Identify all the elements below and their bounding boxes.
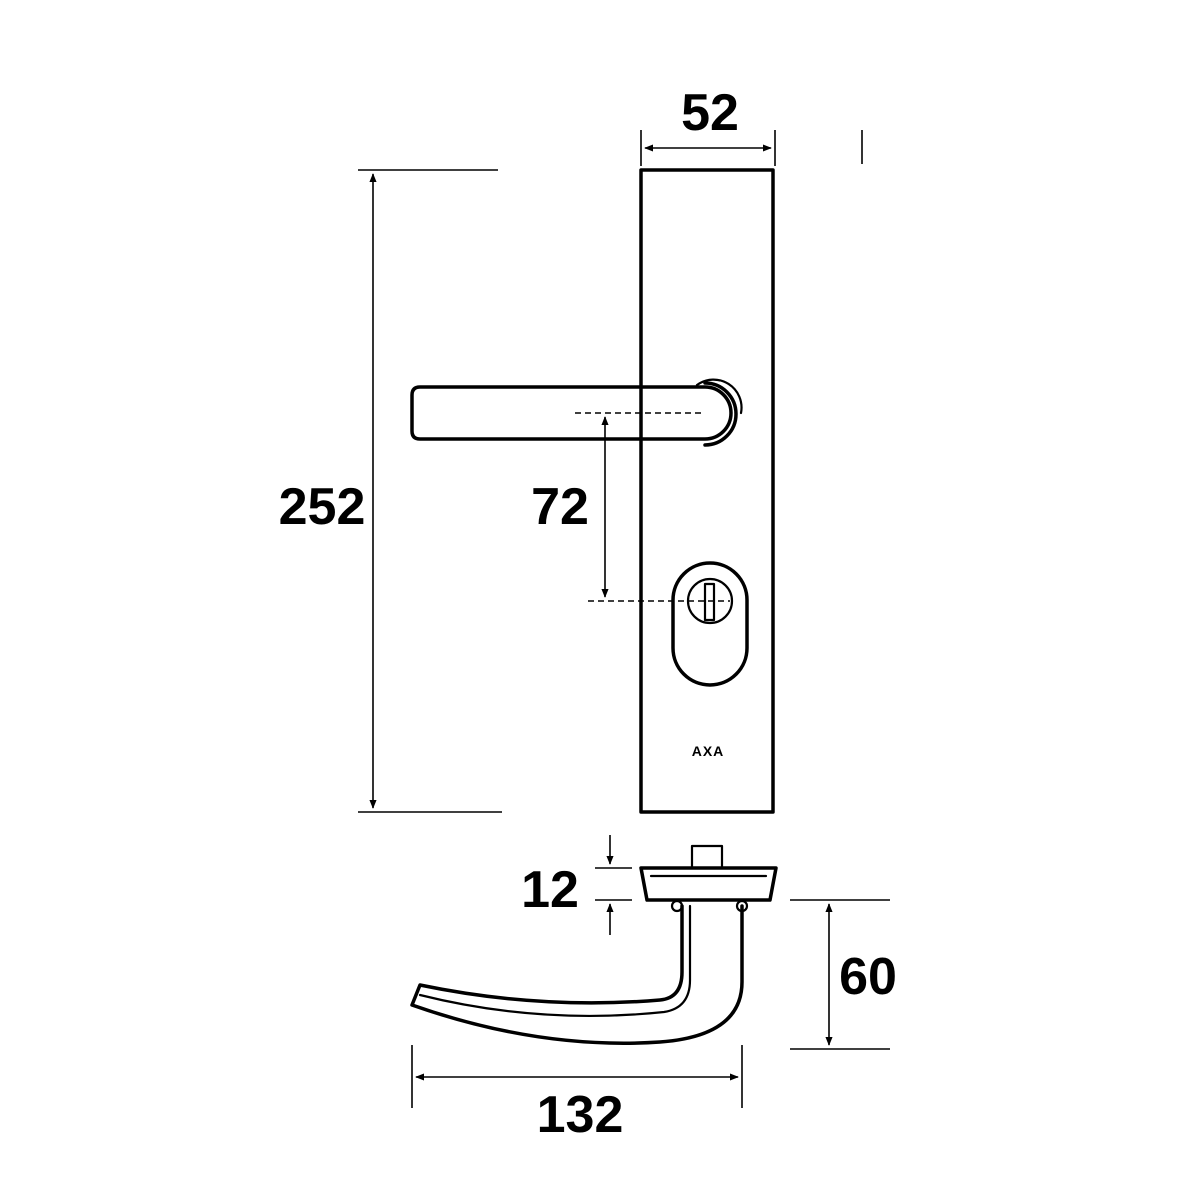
lever-handle-side-inner <box>418 904 692 1018</box>
side-view <box>410 844 778 1045</box>
dimension-label-center-distance: 72 <box>531 478 589 536</box>
dimension-label-rose-thickness: 12 <box>521 861 579 919</box>
dimension-label-plate-width: 52 <box>681 84 739 142</box>
dimension-label-plate-height: 252 <box>279 478 366 536</box>
dimension-plate-height: 252 <box>279 169 502 813</box>
side-rose <box>639 866 778 902</box>
dimension-label-handle-projection: 60 <box>839 948 897 1006</box>
front-view: AXA <box>410 168 775 814</box>
axa-logo: AXA <box>692 743 725 759</box>
lever-rose-inner <box>695 378 743 415</box>
lever-rose <box>703 381 738 447</box>
dimension-handle-projection: 60 <box>790 899 897 1050</box>
dimension-rose-thickness: 12 <box>521 835 632 935</box>
cylinder-keyway <box>703 582 716 622</box>
spindle-stub <box>690 844 724 870</box>
dimension-label-handle-length: 132 <box>537 1086 624 1144</box>
lever-handle-side <box>410 904 744 1045</box>
back-plate <box>639 168 775 814</box>
cylinder-escutcheon <box>671 561 749 687</box>
dimension-handle-length: 132 <box>411 1045 743 1144</box>
lever-handle-front <box>410 385 733 441</box>
dimension-center-distance: 72 <box>531 416 609 598</box>
dimension-plate-width: 52 <box>640 84 863 166</box>
